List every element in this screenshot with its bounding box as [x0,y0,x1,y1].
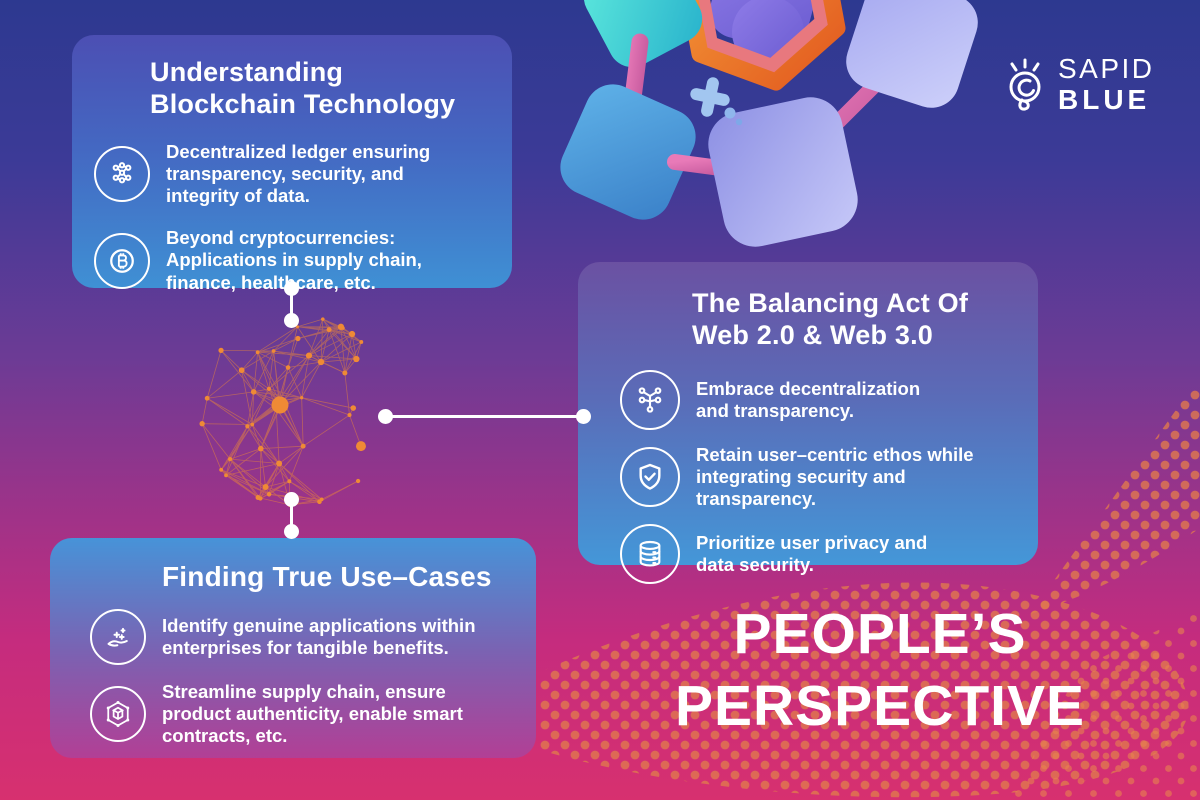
list-item: Beyond cryptocurrencies: Applications in… [94,227,492,294]
connector-dot [378,409,393,424]
decentralization-icon [620,369,680,430]
network-nodes-icon [94,146,150,202]
connector-dot [284,492,299,507]
connector-line-top [290,290,293,320]
logo-word-sapid: SAPID [1058,53,1155,84]
network-sphere-graphic [199,317,366,508]
list-item-text: Embrace decentralization and transparenc… [696,377,921,421]
connector-dot [284,524,299,539]
page-title-line2: PERSPECTIVE [674,674,1086,738]
connector-dot [576,409,591,424]
plus-shape [690,77,730,117]
database-icon [620,524,680,585]
smart-contract-box-icon [90,686,146,743]
list-item-text: Retain user–centric ethos while integrat… [696,443,974,510]
list-item: Prioritize user privacy and data securit… [620,524,1018,585]
page-title: PEOPLE’S PERSPECTIVE [600,598,1160,742]
logo-word-blue: BLUE [1058,84,1151,115]
list-item: Decentralized ledger ensuring transparen… [94,141,492,208]
connector-dot [284,313,299,328]
list-item-text: Decentralized ledger ensuring transparen… [166,140,431,207]
bitcoin-icon [94,232,150,289]
card-balancing-act: The Balancing Act Of Web 2.0 & Web 3.0 E… [578,262,1038,585]
card-usecases-title: Finding True Use–Cases [162,561,492,592]
shield-check-icon [620,447,680,507]
blockchain-cubes-illustration [560,0,978,247]
connector-dot [284,281,299,296]
list-item-text: Prioritize user privacy and data securit… [696,532,928,576]
list-item-text: Identify genuine applications within ent… [162,614,476,659]
page-title-line1: PEOPLE’S [733,602,1027,666]
card-use-cases: Finding True Use–Cases Identify genuine … [50,538,536,758]
list-item-text: Beyond cryptocurrencies: Applications in… [166,227,422,293]
connector-line-right [386,415,583,418]
sapid-blue-logo: SAPID BLUE [1002,55,1155,114]
card-blockchain-title: Understanding Blockchain Technology [150,57,456,119]
list-item: Retain user–centric ethos while integrat… [620,444,1018,511]
connector-line-bottom [290,500,293,532]
list-item: Identify genuine applications within ent… [90,609,516,666]
card-blockchain: Understanding Blockchain Technology Dece… [72,35,512,293]
list-item-text: Streamline supply chain, ensure product … [162,681,463,747]
list-item: Streamline supply chain, ensure product … [90,681,516,748]
card-balancing-title: The Balancing Act Of Web 2.0 & Web 3.0 [692,288,969,350]
lightbulb-icon [1002,57,1048,113]
hand-benefits-icon [90,609,146,666]
list-item: Embrace decentralization and transparenc… [620,369,1018,430]
